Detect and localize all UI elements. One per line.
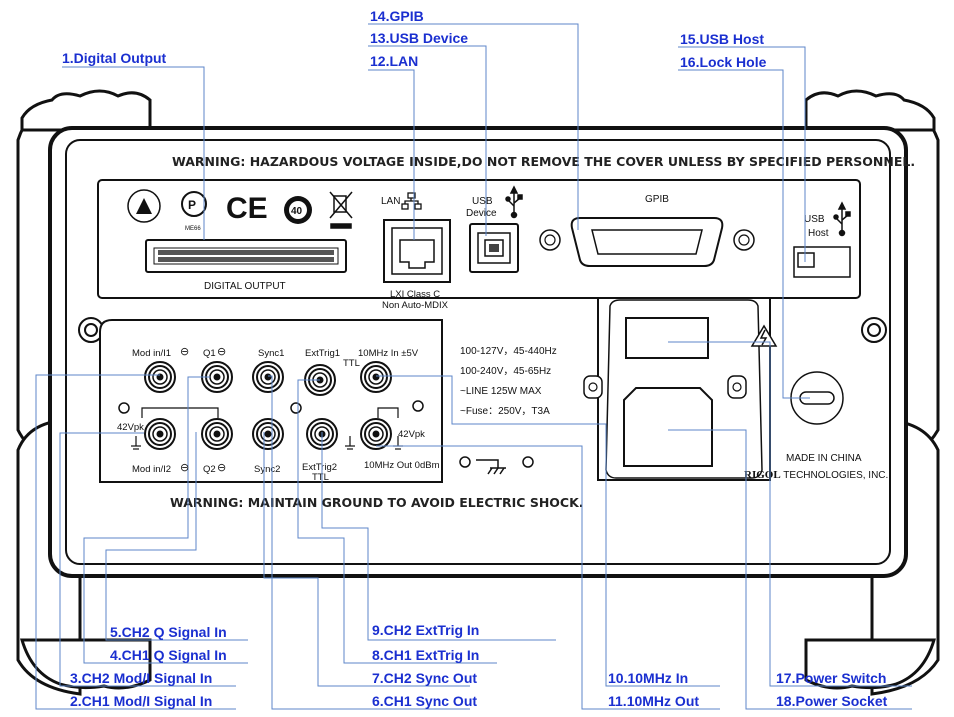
gost-logo-icon bbox=[181, 191, 207, 217]
callout-ch2-exttrig-in: 9.CH2 ExtTrig In bbox=[372, 622, 480, 638]
callout-power-socket: 18.Power Socket bbox=[776, 693, 888, 709]
callout-gpib: 14.GPIB bbox=[370, 8, 424, 24]
power-switch[interactable] bbox=[625, 317, 709, 359]
usb-device-symbol-icon bbox=[505, 185, 523, 219]
q2-label: Q2 bbox=[203, 464, 216, 475]
bnc-ch1-sync-out[interactable] bbox=[252, 361, 284, 393]
gpib-connector[interactable] bbox=[539, 217, 755, 267]
bnc-ch2-sync-out[interactable] bbox=[252, 418, 284, 450]
callout-ch1-sync-out: 6.CH1 Sync Out bbox=[372, 693, 478, 709]
chassis-ground-icon bbox=[476, 459, 506, 475]
brand-label: RIGOL TECHNOLOGIES, INC. bbox=[744, 469, 888, 481]
vpk-right-label: 42Vpk bbox=[398, 429, 425, 440]
usb-device-label-2: Device bbox=[466, 208, 497, 219]
bnc-brackets bbox=[131, 407, 403, 450]
callout-digital-output: 1.Digital Output bbox=[62, 50, 167, 66]
callout-ch2-q-in: 5.CH2 Q Signal In bbox=[110, 624, 227, 640]
digital-output-label: DIGITAL OUTPUT bbox=[204, 281, 286, 292]
svg-text:P: P bbox=[188, 198, 196, 212]
callout-ch2-mod-in: 3.CH2 Mod/I Signal In bbox=[70, 670, 213, 686]
sync1-label: Sync1 bbox=[258, 348, 284, 359]
usb-host-label-1: USB bbox=[804, 214, 825, 225]
tenmhz-out-label: 10MHz Out 0dBm bbox=[364, 460, 440, 471]
callout-lan: 12.LAN bbox=[370, 53, 419, 69]
bnc-10mhz-in[interactable] bbox=[360, 361, 392, 393]
bnc-ch1-q-in[interactable] bbox=[201, 361, 233, 393]
ttl1-label: TTL bbox=[343, 358, 360, 369]
usb-host-label-2: Host bbox=[808, 228, 829, 239]
small-screws bbox=[118, 400, 534, 468]
warning-top: WARNING: HAZARDOUS VOLTAGE INSIDE,DO NOT… bbox=[172, 154, 915, 169]
lxi-line1: LXI Class C bbox=[390, 289, 440, 300]
arrow-out-icon: ⊖ bbox=[217, 461, 227, 474]
exttrig1-label: ExtTrig1 bbox=[305, 348, 340, 359]
callout-leader-lines bbox=[35, 23, 912, 710]
bnc-ch2-mod-in[interactable] bbox=[144, 418, 176, 450]
lxi-line2: Non Auto-MDIX bbox=[382, 300, 449, 311]
weee-bin-icon bbox=[329, 191, 353, 229]
io-panel bbox=[99, 319, 443, 483]
lan-network-icon bbox=[401, 192, 422, 210]
mod-i1-label: Mod in/I1 bbox=[132, 348, 171, 359]
arrow-in-icon: ⊖ bbox=[180, 345, 190, 358]
exttrig2-label: ExtTrig2 bbox=[302, 462, 337, 473]
bnc-ch2-q-in[interactable] bbox=[201, 418, 233, 450]
gpib-label: GPIB bbox=[645, 194, 669, 205]
callout-usb-host: 15.USB Host bbox=[680, 31, 765, 47]
spec-line-1: 100-127V，45-440Hz bbox=[460, 346, 557, 357]
bnc-connectors bbox=[144, 361, 392, 450]
usb-device-label-1: USB bbox=[472, 196, 493, 207]
ce-logo-icon: CE bbox=[226, 192, 268, 225]
callout-10mhz-in: 10.10MHz In bbox=[608, 670, 689, 686]
callout-ch1-mod-in: 2.CH1 Mod/I Signal In bbox=[70, 693, 213, 709]
sync2-label: Sync2 bbox=[254, 464, 280, 475]
brand-suffix: TECHNOLOGIES, INC. bbox=[781, 470, 889, 481]
callout-ch1-q-in: 4.CH1 Q Signal In bbox=[110, 647, 227, 663]
callout-10mhz-out: 11.10MHz Out bbox=[608, 693, 700, 709]
bnc-ch1-mod-in[interactable] bbox=[144, 361, 176, 393]
made-in-label: MADE IN CHINA bbox=[786, 453, 862, 464]
callout-ch2-sync-out: 7.CH2 Sync Out bbox=[372, 670, 478, 686]
spec-line-3: ~LINE 125W MAX bbox=[460, 386, 542, 397]
spec-line-4: ~Fuse：250V，T3A bbox=[460, 406, 550, 417]
svg-text:40: 40 bbox=[291, 206, 303, 217]
callout-ch1-exttrig-in: 8.CH1 ExtTrig In bbox=[372, 647, 480, 663]
side-screws bbox=[78, 317, 887, 343]
callout-lock-hole: 16.Lock Hole bbox=[680, 54, 767, 70]
callout-power-switch: 17.Power Switch bbox=[776, 670, 887, 686]
vpk-left-label: 42Vpk bbox=[117, 422, 144, 433]
arrow-out-icon: ⊖ bbox=[180, 461, 190, 474]
brand-name: RIGOL bbox=[744, 469, 781, 481]
warning-bottom: WARNING: MAINTAIN GROUND TO AVOID ELECTR… bbox=[170, 495, 584, 510]
logo-mee: ME66 bbox=[185, 226, 201, 232]
tenmhz-in-label: 10MHz In ±5V bbox=[358, 348, 419, 359]
q1-label: Q1 bbox=[203, 348, 216, 359]
digital-output-connector[interactable] bbox=[145, 239, 347, 273]
ttl2-label: TTL bbox=[312, 472, 329, 483]
usb-host-symbol-icon bbox=[833, 201, 851, 237]
lan-port[interactable] bbox=[383, 219, 451, 283]
callout-usb-device: 13.USB Device bbox=[370, 30, 469, 46]
arrow-in-icon: ⊖ bbox=[217, 345, 227, 358]
bnc-10mhz-out[interactable] bbox=[360, 418, 392, 450]
spec-line-2: 100-240V，45-65Hz bbox=[460, 366, 551, 377]
usb-host-port[interactable] bbox=[793, 246, 851, 278]
usb-device-port[interactable] bbox=[469, 223, 519, 273]
certification-logos: P ME66 CE 40 bbox=[127, 189, 353, 232]
mod-i2-label: Mod in/I2 bbox=[132, 464, 171, 475]
lan-label: LAN bbox=[381, 196, 400, 207]
power-socket[interactable] bbox=[623, 387, 713, 467]
